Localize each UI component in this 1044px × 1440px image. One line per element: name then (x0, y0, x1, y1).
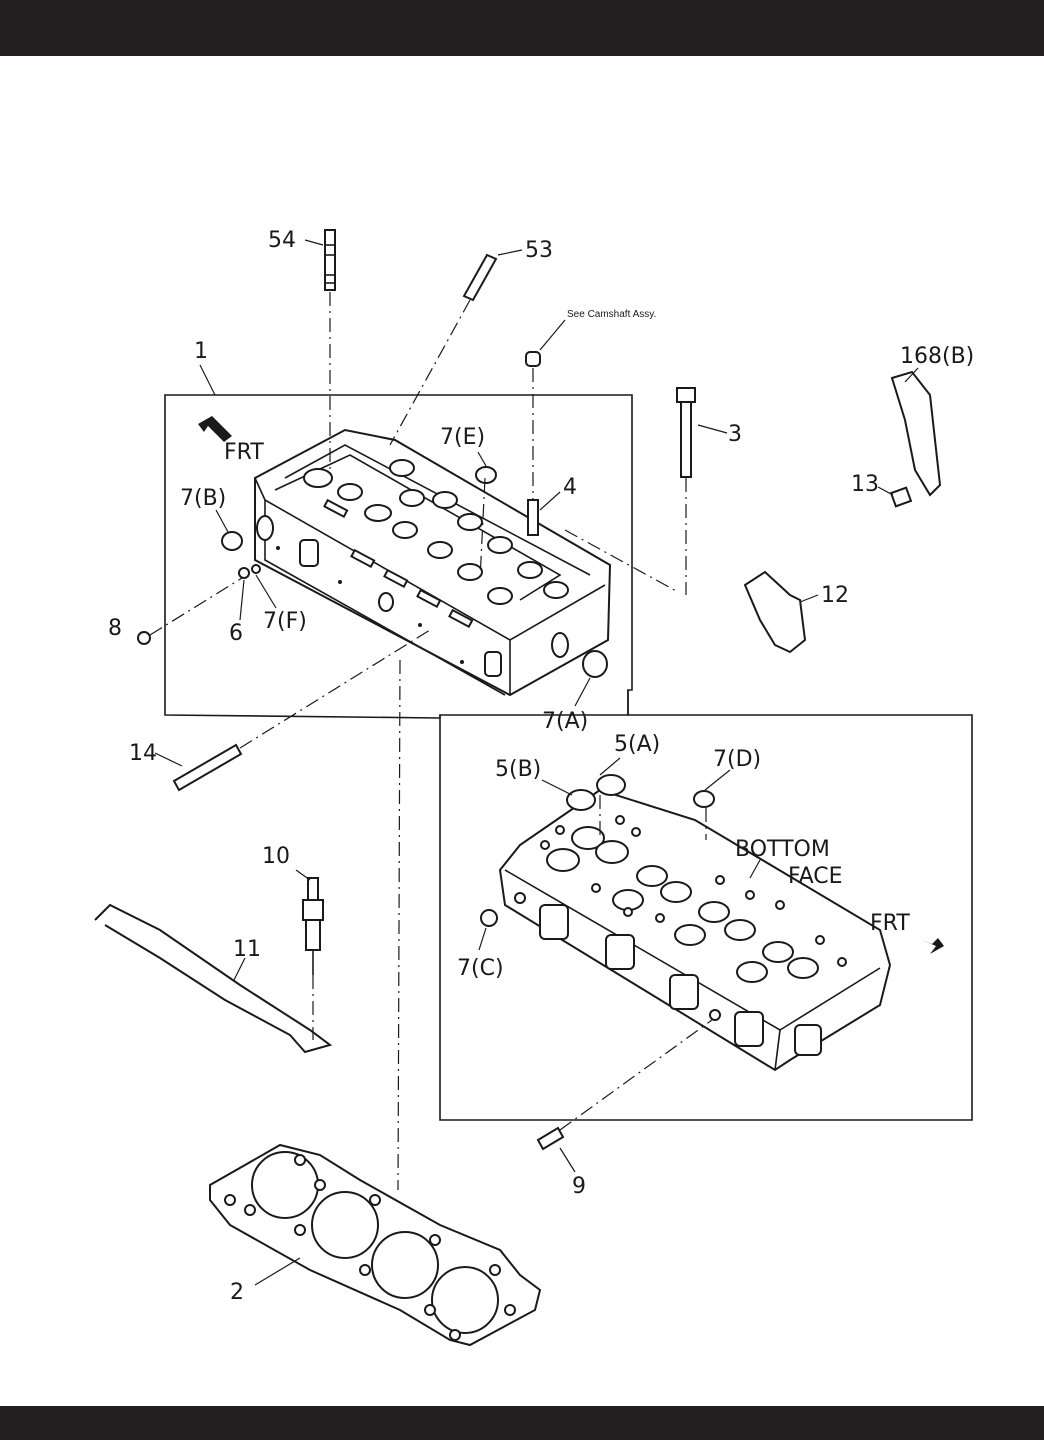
top-band (0, 0, 1044, 56)
label-8: 8 (108, 616, 122, 641)
frt-arrow-top (198, 416, 232, 442)
head-gasket (209, 1143, 542, 1347)
bolt-3 (676, 387, 696, 478)
stud-54 (324, 229, 336, 291)
stud-9 (536, 1126, 565, 1151)
label-7d: 7(D) (713, 747, 761, 772)
o-ring-7f (251, 564, 261, 574)
bracket-168b (890, 370, 942, 497)
plug-7d (693, 790, 715, 808)
bottom-band (0, 1406, 1044, 1440)
bracket-12 (743, 570, 807, 654)
label-7c: 7(C) (457, 956, 504, 981)
camshaft-plug (525, 351, 541, 367)
label-10: 10 (262, 844, 290, 869)
stud-4 (527, 499, 539, 536)
label-5b: 5(B) (495, 757, 541, 782)
label-3: 3 (728, 422, 742, 447)
label-168b: 168(B) (900, 344, 974, 369)
label-2: 2 (230, 1280, 244, 1305)
connector-plate (94, 903, 333, 1054)
plug-8 (137, 631, 151, 645)
label-face: FACE (788, 864, 843, 889)
group-frame-lower (439, 690, 973, 1121)
seal-7a (582, 650, 608, 678)
glow-plug (302, 877, 324, 975)
o-ring-6 (238, 567, 250, 579)
frt-arrow-bottom (922, 938, 944, 954)
label-9: 9 (572, 1174, 586, 1199)
label-7e: 7(E) (440, 425, 485, 450)
bolt-13 (889, 486, 913, 508)
label-53: 53 (525, 238, 553, 263)
group-frame-upper (164, 394, 633, 719)
label-see-camshaft: See Camshaft Assy. (567, 309, 656, 320)
stud-14 (172, 743, 243, 792)
label-frt-bottom: FRT (870, 911, 910, 936)
seal-7e (475, 466, 497, 484)
label-5a: 5(A) (614, 732, 660, 757)
cylinder-head-bottom (498, 788, 892, 1072)
label-11: 11 (233, 937, 261, 962)
label-54: 54 (268, 228, 296, 253)
stud-53 (462, 253, 498, 302)
cylinder-head-top (254, 428, 612, 697)
label-4: 4 (563, 475, 577, 500)
label-7b: 7(B) (180, 486, 226, 511)
label-bottom: BOTTOM (735, 837, 830, 862)
seal-5b (566, 789, 596, 811)
label-13: 13 (851, 472, 879, 497)
plug-7b (221, 531, 243, 551)
seal-5a (596, 774, 626, 796)
label-14: 14 (129, 741, 157, 766)
label-6: 6 (229, 621, 243, 646)
label-7a: 7(A) (542, 709, 588, 734)
label-1: 1 (194, 339, 208, 364)
label-frt-top: FRT (224, 440, 264, 465)
label-12: 12 (821, 583, 849, 608)
seal-7c (480, 909, 498, 927)
label-7f: 7(F) (263, 609, 307, 634)
